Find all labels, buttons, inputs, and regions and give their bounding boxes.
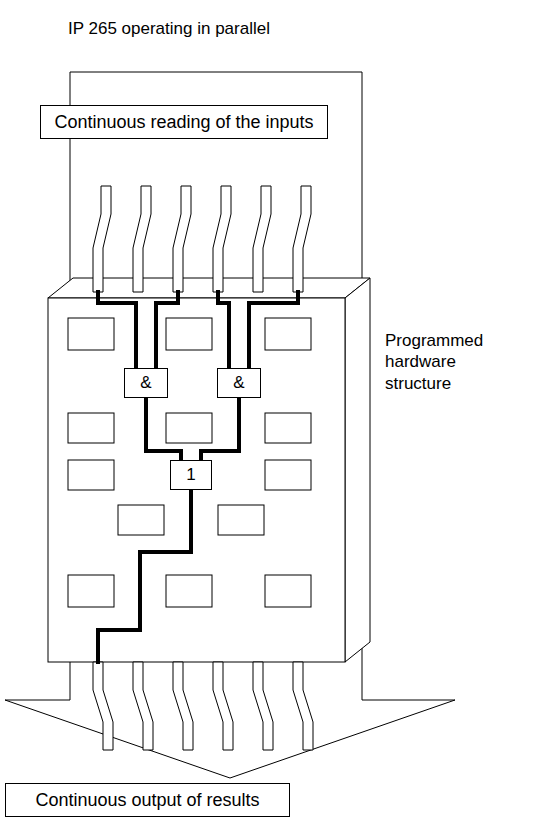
gate-connector bbox=[146, 398, 181, 460]
logic-cell bbox=[166, 318, 212, 350]
input-stage-box: Continuous reading of the inputs bbox=[40, 105, 328, 139]
output-wire bbox=[98, 490, 191, 664]
output-pin bbox=[133, 662, 153, 750]
and-gate: & bbox=[124, 368, 168, 398]
logic-cell bbox=[265, 460, 311, 490]
diagram-title: IP 265 operating in parallel bbox=[68, 18, 270, 39]
input-pin bbox=[173, 186, 191, 292]
input-pin bbox=[253, 186, 271, 292]
output-stage-box: Continuous output of results bbox=[5, 783, 290, 817]
input-pins bbox=[93, 186, 311, 292]
node-text: Continuous reading of the inputs bbox=[54, 112, 313, 133]
output-pin bbox=[293, 662, 313, 750]
input-wire bbox=[218, 290, 229, 368]
logic-cell bbox=[68, 575, 114, 607]
logic-cell bbox=[265, 575, 311, 607]
input-pin bbox=[93, 186, 111, 292]
input-pin bbox=[293, 186, 311, 292]
output-pin bbox=[213, 662, 233, 750]
node-text: & bbox=[140, 373, 151, 393]
flow-arrow bbox=[5, 72, 455, 778]
output-pin bbox=[253, 662, 273, 750]
logic-cell bbox=[265, 318, 311, 350]
logic-cell bbox=[166, 413, 212, 443]
gate-connector bbox=[201, 398, 239, 460]
and-gate: & bbox=[217, 368, 261, 398]
logic-cell bbox=[68, 413, 114, 443]
logic-cell bbox=[218, 505, 264, 535]
output-pin bbox=[173, 662, 193, 750]
node-text: & bbox=[233, 373, 244, 393]
logic-cells bbox=[68, 318, 311, 607]
signal-wires bbox=[98, 290, 298, 664]
node-text: Continuous output of results bbox=[35, 790, 259, 811]
input-wire bbox=[98, 290, 136, 368]
output-pins bbox=[93, 662, 313, 750]
logic-cell bbox=[166, 575, 212, 607]
chip-front-face bbox=[48, 298, 345, 662]
input-wire bbox=[249, 290, 298, 368]
or-gate: 1 bbox=[170, 460, 212, 490]
input-pin bbox=[133, 186, 151, 292]
logic-cell bbox=[265, 413, 311, 443]
input-pin bbox=[213, 186, 231, 292]
output-pin bbox=[93, 662, 113, 750]
input-wire bbox=[156, 290, 178, 368]
node-text: 1 bbox=[186, 465, 195, 485]
logic-cell bbox=[68, 460, 114, 490]
logic-cell bbox=[68, 318, 114, 350]
logic-cell bbox=[118, 505, 164, 535]
side-label: Programmed hardware structure bbox=[385, 330, 497, 394]
chip-side-face bbox=[345, 278, 370, 662]
